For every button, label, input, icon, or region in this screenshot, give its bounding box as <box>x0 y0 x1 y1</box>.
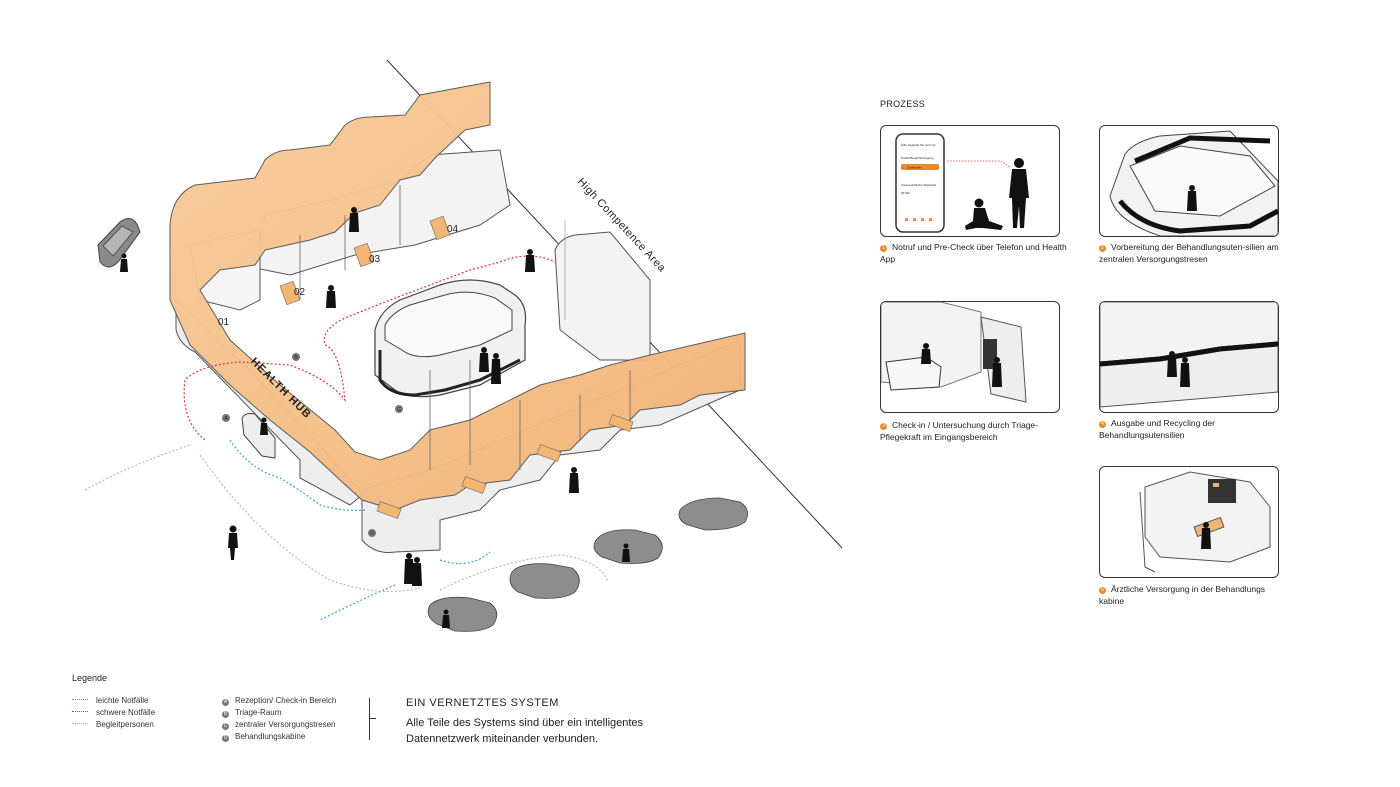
legend-marker-b: B <box>222 711 229 718</box>
process-title: PROZESS <box>880 99 926 109</box>
room-label-02: 02 <box>294 287 306 298</box>
path-companion <box>84 444 609 593</box>
legend-area-label-b: Triage-Raum <box>235 708 282 717</box>
people-silhouettes <box>120 207 630 628</box>
step-number-1: 1 <box>880 245 887 252</box>
phone-accept-button[interactable] <box>901 164 939 170</box>
legend-area-label-d: Behandlungskabine <box>235 732 306 741</box>
area-markers: A B C D <box>222 353 403 537</box>
legend-title: Legende <box>72 673 108 683</box>
step-number-2: 2 <box>1099 245 1106 252</box>
legend-path-companion: Begleitpersonen <box>72 719 154 730</box>
legend-marker-d: D <box>222 735 229 742</box>
legend-marker-c: C <box>222 723 229 730</box>
legend-label-severe: schwere Notfälle <box>96 708 156 717</box>
process-panel-4 <box>1099 301 1279 413</box>
outdoor-lounge-seats <box>427 497 748 632</box>
phone-illustration: Hilfe begleitet Sie sich nur Notfall Ben… <box>895 133 1029 233</box>
area-marker-c: C <box>397 407 401 413</box>
process-panel-5 <box>1099 466 1279 578</box>
legend-separator <box>369 698 370 740</box>
phone-line4: 40 Min <box>901 191 910 195</box>
legend-path-light: leichte Notfälle <box>72 695 148 706</box>
process-panel-3 <box>880 301 1060 413</box>
legend-separator-tick <box>369 718 376 719</box>
room-label-03: 03 <box>369 254 381 265</box>
counter-top-illustration <box>1109 130 1278 236</box>
legend-line-companion <box>72 723 88 724</box>
path-light <box>229 439 491 621</box>
phone-line2: Notfall Benachrichtigung <box>901 156 934 160</box>
area-marker-a: A <box>224 416 228 422</box>
step-number-5: 5 <box>1099 587 1106 594</box>
area-marker-b: B <box>294 355 298 361</box>
legend-area-a: A Rezeption/ Check-in Bereich <box>222 695 336 706</box>
system-text: Alle Teile des Systems sind über ein int… <box>406 717 644 745</box>
system-title: EIN VERNETZTES SYSTEM <box>406 697 559 709</box>
process-panel-1: Hilfe begleitet Sie sich nur Notfall Ben… <box>880 125 1060 237</box>
legend-area-label-a: Rezeption/ Check-in Bereich <box>235 696 337 705</box>
step-text-4: Ausgabe und Recycling der Behandlungsute… <box>1099 418 1215 440</box>
step-text-5: Ärztliche Versorgung in der Behandlungs … <box>1099 584 1266 606</box>
step-text-1: Notruf und Pre-Check über Telefon und He… <box>880 242 1067 264</box>
legend-line-severe <box>72 711 88 712</box>
path-severe <box>183 255 556 441</box>
checkin-illustration <box>881 302 1027 403</box>
hub-roof-band <box>169 81 746 511</box>
step-text-2: Vorbereitung der Behandlungsuten-silien … <box>1099 242 1279 264</box>
process-panel-2 <box>1099 125 1279 237</box>
legend-marker-a: A <box>222 699 229 706</box>
room-label-01: 01 <box>218 317 230 328</box>
legend-path-severe: schwere Notfälle <box>72 707 155 718</box>
counter-side-illustration <box>1100 302 1278 408</box>
phone-line3: Voraussichtliche Wartezeit <box>901 183 936 187</box>
legend-area-b: B Triage-Raum <box>222 707 281 718</box>
person-silhouettes <box>965 158 1029 230</box>
legend-area-d: D Behandlungskabine <box>222 731 305 742</box>
reception-desk <box>241 413 276 459</box>
lounge-seat <box>97 218 141 268</box>
step-text-3: Check-in / Untersuchung durch Triage-Pfl… <box>880 420 1038 442</box>
treatment-cabin-illustration <box>1139 471 1271 573</box>
legend-line-light <box>72 699 88 700</box>
area-marker-d: D <box>370 531 374 537</box>
phone-button-label: Zustimmen <box>907 166 922 170</box>
step-number-4: 4 <box>1099 421 1106 428</box>
phone-line1: Hilfe begleitet Sie sich nur <box>901 143 936 147</box>
room-label-04: 04 <box>447 224 459 235</box>
legend-label-companion: Begleitpersonen <box>96 720 154 729</box>
high-competence-area <box>554 231 651 361</box>
legend-area-label-c: zentraler Versorgungstresen <box>235 720 336 729</box>
treatment-beds <box>279 215 634 519</box>
room-partitions <box>299 185 631 470</box>
legend-label-light: leichte Notfälle <box>96 696 149 705</box>
phone-nav-icons <box>905 218 932 221</box>
step-number-3: 3 <box>880 423 887 430</box>
